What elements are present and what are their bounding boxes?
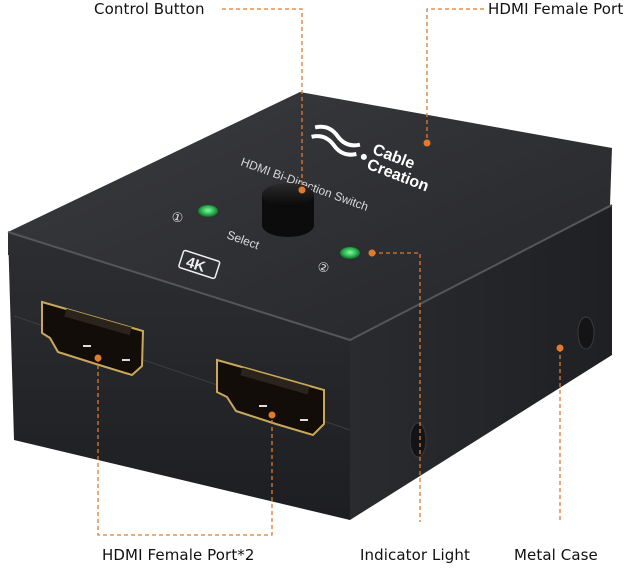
screw-hole-2 [409, 422, 427, 458]
port2-marker: ② [315, 259, 331, 277]
hdmi-port-2[interactable] [216, 358, 325, 437]
callout-dot [368, 249, 376, 257]
label-metal-case: Metal Case [514, 546, 598, 564]
callout-line-hdmi-port [426, 8, 484, 142]
label-control-button: Control Button [94, 0, 205, 18]
screw-hole-1 [577, 316, 595, 350]
callout-dot [94, 354, 102, 362]
led-1 [198, 205, 218, 217]
badge-4k: 4K [178, 249, 221, 280]
case-front [8, 232, 350, 520]
svg-text:4K: 4K [184, 254, 208, 276]
callout-dot [298, 186, 306, 194]
callout-dot [268, 411, 276, 419]
label-hdmi-female-port: HDMI Female Port [488, 0, 624, 18]
label-hdmi-female-port-x2: HDMI Female Port*2 [102, 546, 255, 564]
label-indicator-light: Indicator Light [360, 546, 470, 564]
port1-marker: ① [169, 209, 185, 227]
callout-dot [556, 344, 564, 352]
callout-line-control-button [222, 8, 303, 189]
callout-dot [423, 139, 431, 147]
led-2 [340, 247, 360, 259]
callout-line-indicator [372, 252, 421, 522]
control-button[interactable] [262, 183, 314, 237]
hdmi-port-1[interactable] [41, 300, 145, 377]
